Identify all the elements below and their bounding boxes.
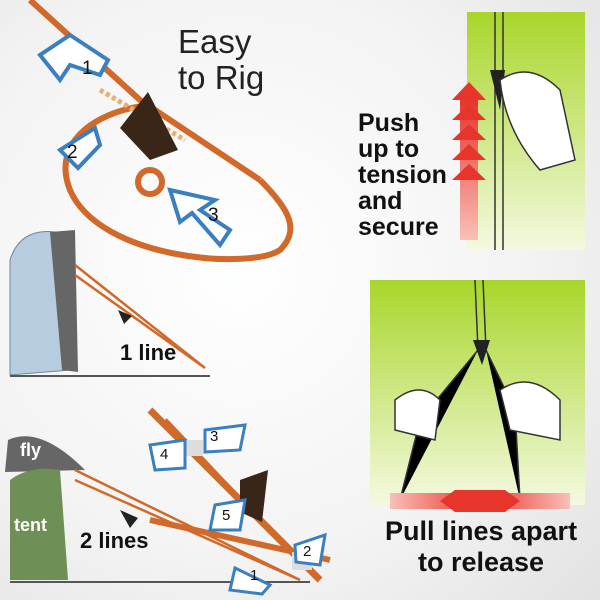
fly-label: fly: [20, 440, 42, 460]
push-instruction: Push up to tension and secure: [358, 110, 447, 240]
push-line: tension: [358, 161, 447, 189]
pull-instruction: Pull lines apart to release: [385, 516, 577, 578]
step-arrow-1: [37, 32, 111, 84]
easy-rig-illustration: [27, 0, 294, 263]
left-hand-icon: [394, 389, 441, 441]
step-1-label: 1: [82, 58, 93, 79]
two-line-arrow-1: [228, 565, 273, 596]
two-lines-illustration: [5, 407, 331, 596]
title-easy-to-rig: Easy to Rig: [178, 24, 264, 96]
hand-icon: [499, 71, 576, 171]
pull-line-1: Pull lines apart: [385, 516, 578, 546]
two-line-arrow-3: [203, 423, 247, 454]
two-line-step-5: 5: [222, 507, 231, 524]
right-hand-icon: [499, 381, 561, 441]
two-line-arrow-4: [148, 438, 187, 472]
push-panel: [452, 12, 585, 250]
two-line-arrow-2: [293, 532, 327, 567]
push-line: up to: [358, 135, 420, 163]
two-line-step-3: 3: [210, 428, 219, 445]
two-line-step-4: 4: [160, 446, 169, 463]
two-line-step-2: 2: [303, 543, 312, 560]
push-line: and: [358, 187, 403, 215]
step-3-label: 3: [208, 205, 219, 226]
title-line-2: to Rig: [178, 59, 265, 96]
two-lines-label: 2 lines: [80, 528, 149, 553]
pull-panel: [370, 279, 585, 512]
one-line-illustration: [9, 230, 210, 377]
step-arrow-3: [167, 187, 233, 249]
pull-line-2: to release: [417, 547, 545, 577]
push-line: Push: [358, 109, 420, 137]
step-2-label: 2: [67, 142, 78, 163]
one-line-label: 1 line: [120, 340, 177, 365]
title-line-1: Easy: [178, 23, 252, 60]
step-arrow-2: [56, 124, 103, 171]
push-line: secure: [358, 213, 439, 241]
tent-label: tent: [14, 515, 47, 535]
two-line-arrow-5: [208, 498, 247, 532]
two-line-step-1: 1: [250, 567, 259, 584]
